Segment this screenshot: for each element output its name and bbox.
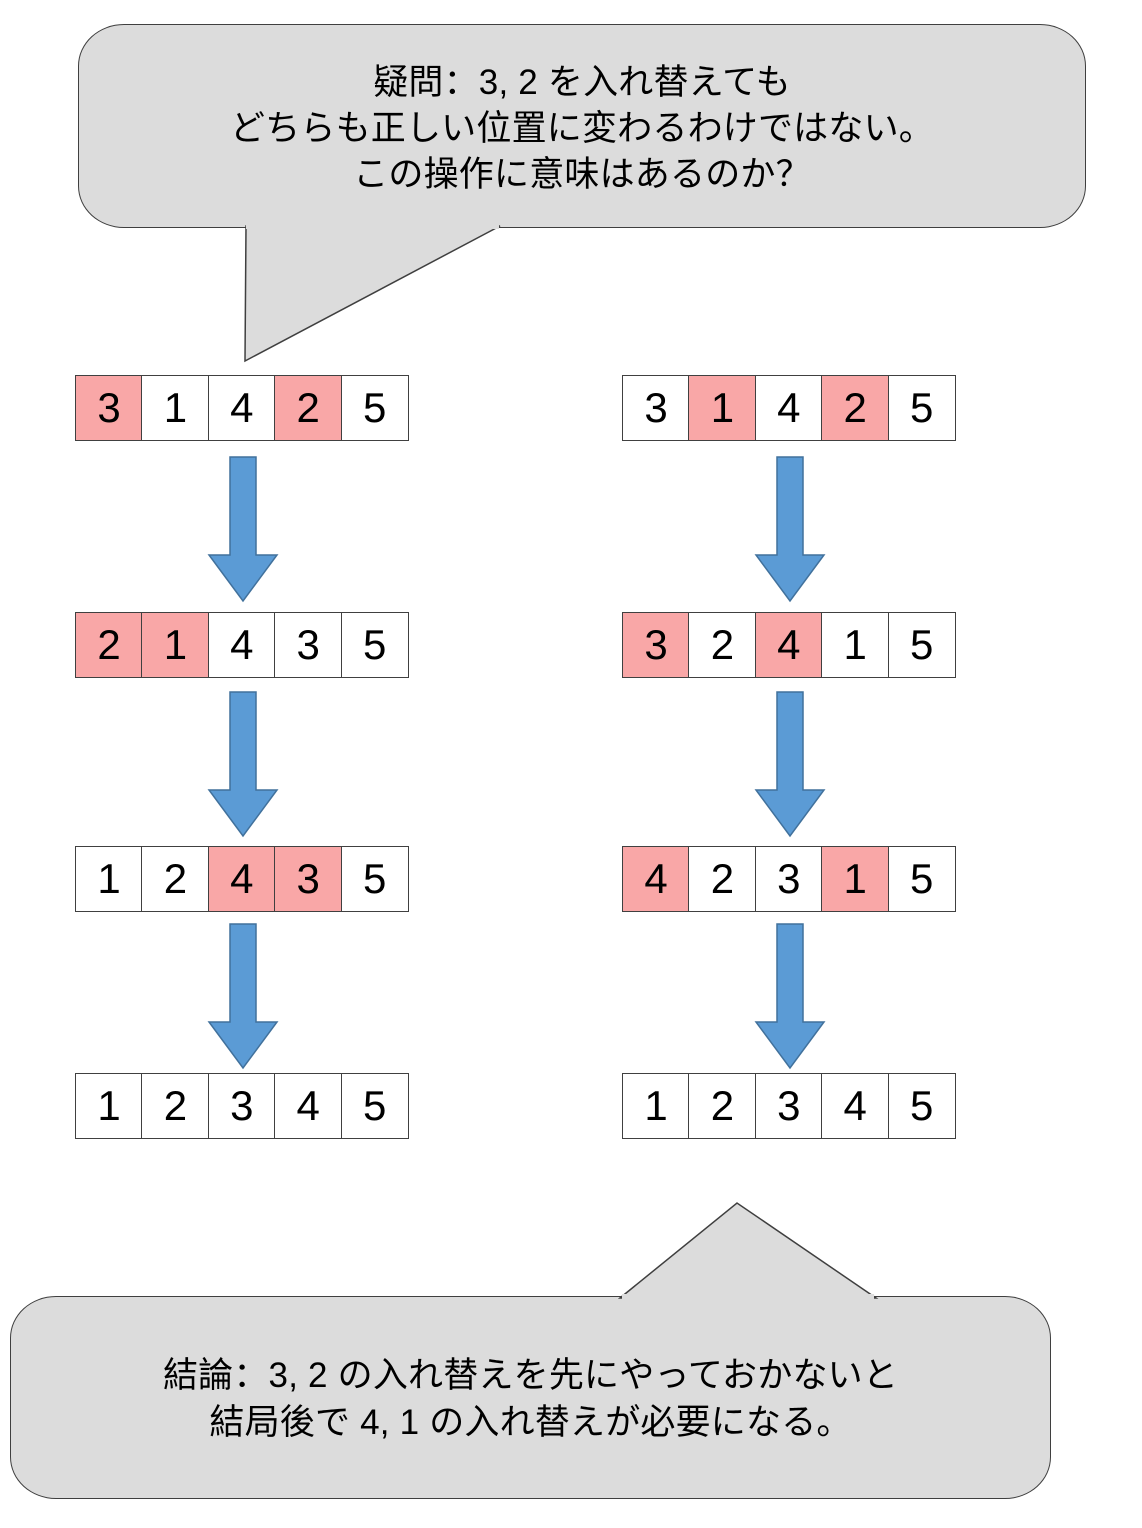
down-arrow <box>207 456 279 603</box>
array-cell: 2 <box>821 375 890 441</box>
array-cell: 5 <box>340 375 409 441</box>
left-array-step-4: 1 2 3 4 5 <box>75 1073 409 1139</box>
question-callout-line-3: この操作に意味はあるのか？ <box>353 155 811 195</box>
array-cell: 5 <box>887 375 956 441</box>
array-cell: 3 <box>207 1073 276 1139</box>
question-callout: 疑問：3, 2 を入れ替えても どちらも正しい位置に変わるわけではない。 この操… <box>78 24 1086 228</box>
array-cell: 1 <box>622 1073 690 1139</box>
right-array-step-3: 4 2 3 1 5 <box>622 846 956 912</box>
question-callout-line-2: どちらも正しい位置に変わるわけではない。 <box>229 108 934 148</box>
array-cell: 4 <box>821 1073 890 1139</box>
down-arrow <box>207 923 279 1070</box>
array-cell: 3 <box>274 612 343 678</box>
right-array-step-4: 1 2 3 4 5 <box>622 1073 956 1139</box>
array-cell: 3 <box>622 375 690 441</box>
array-cell: 5 <box>887 846 956 912</box>
array-cell: 2 <box>688 612 757 678</box>
array-cell: 3 <box>754 1073 823 1139</box>
array-cell: 1 <box>141 612 210 678</box>
array-cell: 5 <box>887 1073 956 1139</box>
right-array-step-1: 3 1 4 2 5 <box>622 375 956 441</box>
down-arrow <box>754 691 826 838</box>
array-cell: 2 <box>141 846 210 912</box>
array-cell: 4 <box>622 846 690 912</box>
array-cell: 1 <box>75 846 143 912</box>
array-cell: 5 <box>887 612 956 678</box>
array-cell: 5 <box>340 612 409 678</box>
question-callout-tail-shape <box>244 225 501 363</box>
array-cell: 1 <box>141 375 210 441</box>
array-cell: 2 <box>688 846 757 912</box>
array-cell: 3 <box>274 846 343 912</box>
array-cell: 4 <box>754 375 823 441</box>
array-cell: 4 <box>207 846 276 912</box>
array-cell: 1 <box>75 1073 143 1139</box>
left-array-step-1: 3 1 4 2 5 <box>75 375 409 441</box>
array-cell: 2 <box>141 1073 210 1139</box>
array-cell: 5 <box>340 1073 409 1139</box>
array-cell: 3 <box>754 846 823 912</box>
array-cell: 4 <box>207 612 276 678</box>
array-cell: 4 <box>754 612 823 678</box>
question-callout-line-1: 疑問：3, 2 を入れ替えても <box>373 62 791 102</box>
conclusion-callout-tail-shape <box>617 1202 879 1299</box>
array-cell: 4 <box>207 375 276 441</box>
array-cell: 2 <box>274 375 343 441</box>
left-array-step-3: 1 2 4 3 5 <box>75 846 409 912</box>
array-cell: 2 <box>688 1073 757 1139</box>
array-cell: 1 <box>821 612 890 678</box>
right-array-step-2: 3 2 4 1 5 <box>622 612 956 678</box>
array-cell: 1 <box>688 375 757 441</box>
down-arrow <box>207 691 279 838</box>
down-arrow <box>754 456 826 603</box>
conclusion-callout: 結論：3, 2 の入れ替えを先にやっておかないと 結局後で 4, 1 の入れ替え… <box>10 1296 1051 1499</box>
left-array-step-2: 2 1 4 3 5 <box>75 612 409 678</box>
array-cell: 3 <box>75 375 143 441</box>
array-cell: 3 <box>622 612 690 678</box>
array-cell: 1 <box>821 846 890 912</box>
down-arrow <box>754 923 826 1070</box>
array-cell: 2 <box>75 612 143 678</box>
conclusion-callout-line-2: 結局後で 4, 1 の入れ替えが必要になる。 <box>209 1402 852 1442</box>
conclusion-callout-line-1: 結論：3, 2 の入れ替えを先にやっておかないと <box>162 1356 899 1396</box>
array-cell: 4 <box>274 1073 343 1139</box>
array-cell: 5 <box>340 846 409 912</box>
